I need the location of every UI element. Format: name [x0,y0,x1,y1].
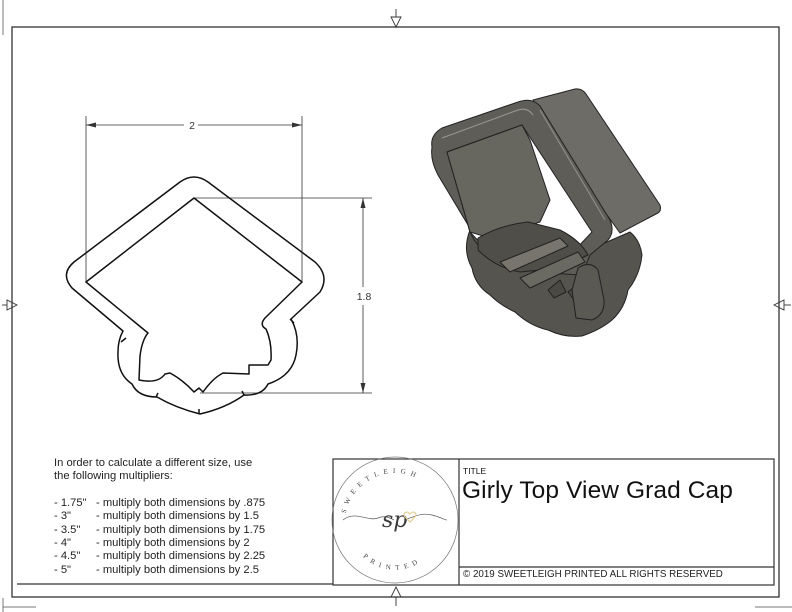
dimension-width-label: 2 [189,120,195,132]
logo-monogram: sp [382,508,407,533]
cutter-outline [65,176,325,415]
multiplier-size: - 1.75" [54,496,87,509]
multiplier-row: - 4" - multiply both dimensions by 2 [54,537,265,550]
multiplier-row: - 5" - multiply both dimensions by 2.5 [54,564,265,577]
center-marker-bottom [390,585,402,606]
multiplier-text: - multiply both dimensions by .875 [96,496,266,509]
size-multiplier-notes: In order to calculate a different size, … [54,457,265,577]
drawing-title: Girly Top View Grad Cap [462,477,734,504]
multiplier-text: - multiply both dimensions by 1.5 [96,510,259,523]
dimension-height-label: 1.8 [357,291,372,303]
center-marker-left [2,299,19,311]
multiplier-text: - multiply both dimensions by 2.5 [96,563,259,576]
logo-badge: SWEETLEIGH PRINTED sp [331,456,459,584]
svg-text:PRINTED: PRINTED [362,552,424,572]
center-marker-top [390,9,402,29]
multiplier-text: - multiply both dimensions by 2.25 [96,550,266,563]
multiplier-text: - multiply both dimensions by 2 [96,537,250,550]
multiplier-size: - 5" [54,563,72,576]
notes-intro: In order to calculate a different size, … [54,457,265,484]
multiplier-row: - 1.75" - multiply both dimensions by .8… [54,497,265,510]
multiplier-size: - 4.5" [54,550,81,563]
multiplier-size: - 4" [54,537,72,550]
notes-intro-line-2: the following multipliers: [54,470,173,483]
multiplier-row: - 3" - multiply both dimensions by 1.5 [54,510,265,523]
multiplier-row: - 4.5" - multiply both dimensions by 2.2… [54,550,265,563]
multiplier-row: - 3.5" - multiply both dimensions by 1.7… [54,524,265,537]
logo-bottom-text: PRINTED [362,552,419,572]
title-label: TITLE [463,466,487,476]
multiplier-size: - 3.5" [54,523,81,536]
notes-intro-line-1: In order to calculate a different size, … [54,457,253,469]
copyright-notice: © 2019 SWEETLEIGH PRINTED ALL RIGHTS RES… [463,569,723,580]
multiplier-size: - 3" [54,510,72,523]
logo-heart-icon [403,511,417,523]
title-block-frame [332,458,775,586]
dimension-height [194,197,372,394]
dimension-width [85,116,303,283]
center-marker-right [772,299,791,311]
multiplier-text: - multiply both dimensions by 1.75 [96,523,266,536]
isometric-3d-model [431,88,661,337]
